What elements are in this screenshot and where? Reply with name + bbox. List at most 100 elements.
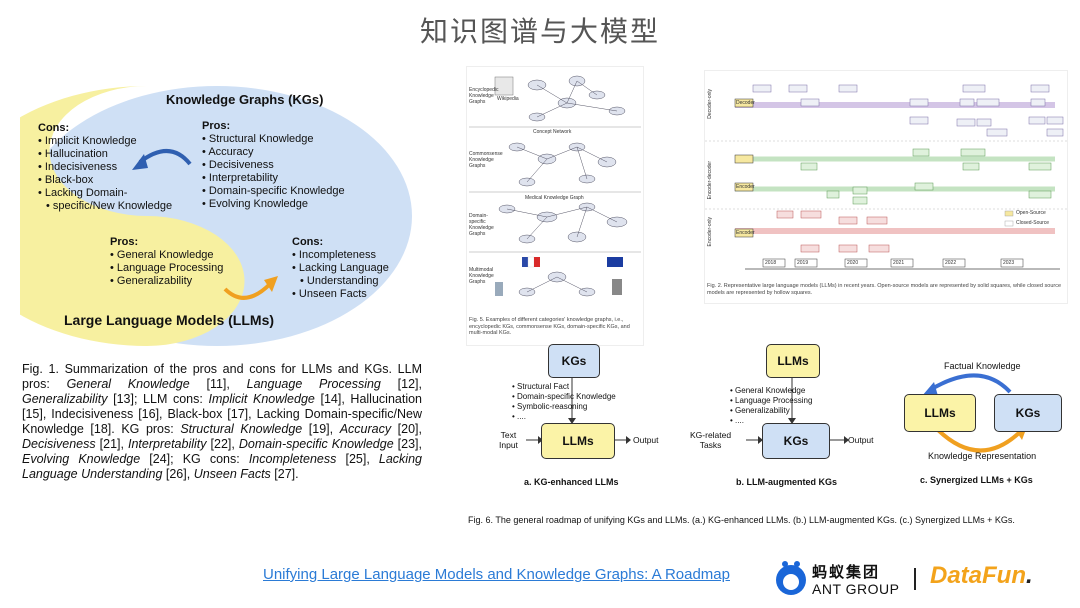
roadmap-a-llms-box: LLMs	[541, 423, 615, 459]
llm-cons-head: Cons:	[38, 122, 70, 134]
roadmap-a-label: a. KG-enhanced LLMs	[524, 477, 619, 487]
page-title: 知识图谱与大模型	[419, 15, 660, 48]
kg-examples-graph	[469, 75, 641, 297]
list-item: Domain-specific Knowledge	[202, 185, 345, 198]
encoder-label: Encoder	[736, 230, 755, 236]
item-text: Symbolic-reasoning	[517, 402, 588, 411]
list-item: Indecisiveness	[38, 161, 172, 174]
medical-graph-label: Medical Knowledge Graph	[525, 195, 584, 201]
legend-closed: Closed-Source	[1016, 220, 1050, 226]
datafun-dot: .	[1026, 562, 1033, 589]
caption-text: [19],	[302, 422, 340, 436]
legend-open: Open-Source	[1016, 210, 1046, 216]
kg-title: Knowledge Graphs (KGs)	[166, 92, 324, 107]
caption-term: Structural Knowledge	[180, 422, 303, 436]
caption-text: [13]; LLM cons:	[107, 392, 209, 406]
kg-panel-caption: Fig. 5. Examples of different categories…	[469, 317, 630, 336]
ant-group-en: ANT GROUP	[812, 581, 900, 597]
roadmap-a-items: • Structural Fact • Domain-specific Know…	[512, 382, 616, 422]
roadmap-b-items: • General Knowledge • Language Processin…	[730, 386, 812, 426]
roadmap-a-kgs-box: KGs	[548, 344, 600, 378]
list-item: Decisiveness	[202, 159, 345, 172]
year-label: 2018	[765, 260, 777, 266]
timeline-graph	[705, 84, 1067, 270]
item-text: ....	[517, 412, 526, 421]
caption-term: Domain-specific Knowledge	[238, 437, 394, 451]
list-item: Interpretability	[202, 172, 345, 185]
list-item: • ....	[730, 416, 744, 425]
caption-text: [23],	[393, 437, 422, 451]
year-label: 2019	[797, 260, 809, 266]
caption-term: Evolving Knowledge	[22, 452, 141, 466]
item-text: Structural Fact	[517, 382, 570, 391]
list-item: Structural Knowledge	[202, 133, 345, 146]
kg-cons: Cons: Incompleteness Lacking Language Un…	[292, 236, 389, 301]
caption-term: Implicit Knowledge	[208, 392, 315, 406]
year-label: 2023	[1003, 260, 1015, 266]
caption-text: [27].	[270, 467, 299, 481]
caption-text: Fig. 1. Summarization of the pros and co…	[22, 362, 422, 391]
list-item: • General Knowledge	[730, 386, 806, 395]
roadmap-a-output: Output	[633, 435, 659, 445]
item-text: General Knowledge	[735, 386, 806, 395]
roadmap-c-bottom: Knowledge Representation	[928, 451, 1037, 461]
concept-net-label: Concept Network	[533, 129, 572, 135]
ant-group-logo-icon	[776, 561, 806, 595]
llm-timeline-panel: Decoder-only Encoder-decoder Encoder-onl…	[704, 70, 1068, 304]
list-item: General Knowledge	[110, 249, 223, 262]
roadmap-b-label: b. LLM-augmented KGs	[736, 477, 837, 487]
roadmap-c-top: Factual Knowledge	[944, 361, 1021, 371]
llm-cons: Cons: Implicit Knowledge Hallucination I…	[38, 122, 172, 213]
paper-link[interactable]: Unifying Large Language Models and Knowl…	[263, 566, 730, 583]
caption-term: Incompleteness	[248, 452, 337, 466]
row-label: Domain-specific Knowledge Graphs	[469, 213, 494, 237]
roadmap-c-kgs-box: KGs	[994, 394, 1062, 432]
caption-term: Lacking Language Understanding	[22, 452, 422, 481]
caption-text: [25],	[336, 452, 379, 466]
caption-text: [20],	[391, 422, 423, 436]
kg-examples-panel: Wikipedia Concept Network Medical Knowle…	[466, 66, 644, 346]
caption-term: Interpretability	[128, 437, 207, 451]
list-item: • Domain-specific Knowledge	[512, 392, 616, 401]
caption-text: [24]; KG cons:	[140, 452, 249, 466]
encoder-label: Encoder	[736, 184, 755, 190]
kg-pros-head: Pros:	[202, 120, 231, 132]
list-item: Language Processing	[110, 262, 223, 275]
fig6-caption: Fig. 6. The general roadmap of unifying …	[468, 515, 1015, 525]
footer-divider	[914, 568, 916, 590]
list-item: Black-box	[38, 174, 172, 187]
yinyang-figure: Knowledge Graphs (KGs) Large Language Mo…	[0, 84, 415, 353]
caption-term: General Knowledge	[66, 377, 190, 391]
row-label: Encyclopedic Knowledge Graphs	[469, 87, 499, 105]
caption-text: [26],	[162, 467, 194, 481]
list-item: Lacking Language	[292, 262, 389, 275]
caption-term: Generalizability	[22, 392, 108, 406]
llm-title: Large Language Models (LLMs)	[64, 312, 275, 328]
caption-term: Decisiveness	[22, 437, 96, 451]
year-label: 2020	[847, 260, 859, 266]
row-label: Multimodal Knowledge Graphs	[469, 267, 494, 285]
list-item: Incompleteness	[292, 249, 389, 262]
list-item: • Symbolic-reasoning	[512, 402, 588, 411]
caption-term: Language Processing	[246, 377, 381, 391]
wikipedia-label: Wikipedia	[497, 96, 519, 102]
row-label: Commonsense Knowledge Graphs	[469, 151, 503, 169]
year-label: 2021	[893, 260, 905, 266]
llm-pros: Pros: General Knowledge Language Process…	[110, 236, 223, 288]
item-text: Domain-specific Knowledge	[517, 392, 616, 401]
kg-pros: Pros: Structural Knowledge Accuracy Deci…	[202, 120, 345, 211]
decoder-label: Decoder	[736, 100, 755, 106]
roadmap-a-input: Text Input	[499, 430, 518, 450]
list-item: Generalizability	[110, 275, 223, 288]
list-item: • Language Processing	[730, 396, 813, 405]
roadmap-b-kgs-box: KGs	[762, 423, 830, 459]
datafun-logo: DataFun.	[930, 562, 1033, 590]
ant-group-cn: 蚂蚁集团	[812, 563, 881, 581]
timeline-caption: Fig. 2. Representative large language mo…	[707, 283, 1062, 296]
roadmap-b-llms-box: LLMs	[766, 344, 820, 378]
caption-text: [21],	[95, 437, 128, 451]
caption-text: [22],	[206, 437, 239, 451]
caption-text: [14], Hallucination [15], Indecisiveness…	[22, 392, 422, 436]
year-label: 2022	[945, 260, 957, 266]
